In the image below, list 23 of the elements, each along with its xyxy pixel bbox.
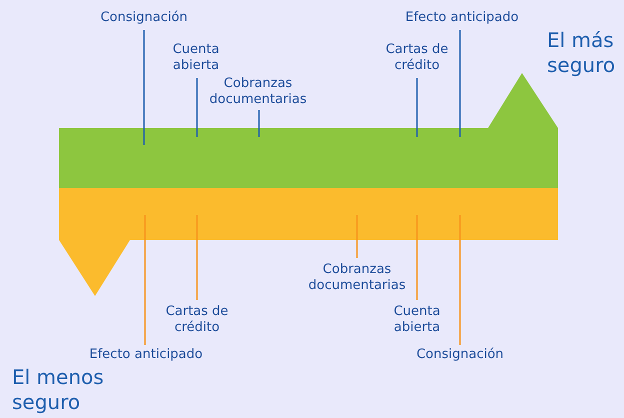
callout-label: Efecto anticipado bbox=[71, 347, 221, 363]
leader-line bbox=[356, 215, 358, 258]
scale-end-label: El menos seguro bbox=[12, 365, 105, 415]
callout-label: Cartas de crédito bbox=[372, 42, 462, 74]
leader-line bbox=[416, 215, 418, 300]
leader-line bbox=[143, 30, 145, 145]
leader-line bbox=[416, 78, 418, 137]
callout-label: Cobranzas documentarias bbox=[287, 262, 427, 294]
callout-label: Efecto anticipado bbox=[387, 10, 537, 26]
callout-label: Cobranzas documentarias bbox=[188, 76, 328, 108]
leader-line bbox=[459, 215, 461, 345]
scale-end-label: El más seguro bbox=[547, 28, 616, 78]
leader-line bbox=[144, 215, 146, 345]
leader-line bbox=[196, 78, 198, 137]
leader-line bbox=[258, 110, 260, 137]
callout-label: Consignación bbox=[74, 10, 214, 26]
callout-label: Cuenta abierta bbox=[382, 304, 452, 336]
leader-line bbox=[459, 30, 461, 137]
leader-line bbox=[196, 215, 198, 300]
callout-label: Cartas de crédito bbox=[152, 304, 242, 336]
callout-label: Consignación bbox=[390, 347, 530, 363]
callout-label: Cuenta abierta bbox=[161, 42, 231, 74]
risk-band bbox=[59, 188, 558, 296]
